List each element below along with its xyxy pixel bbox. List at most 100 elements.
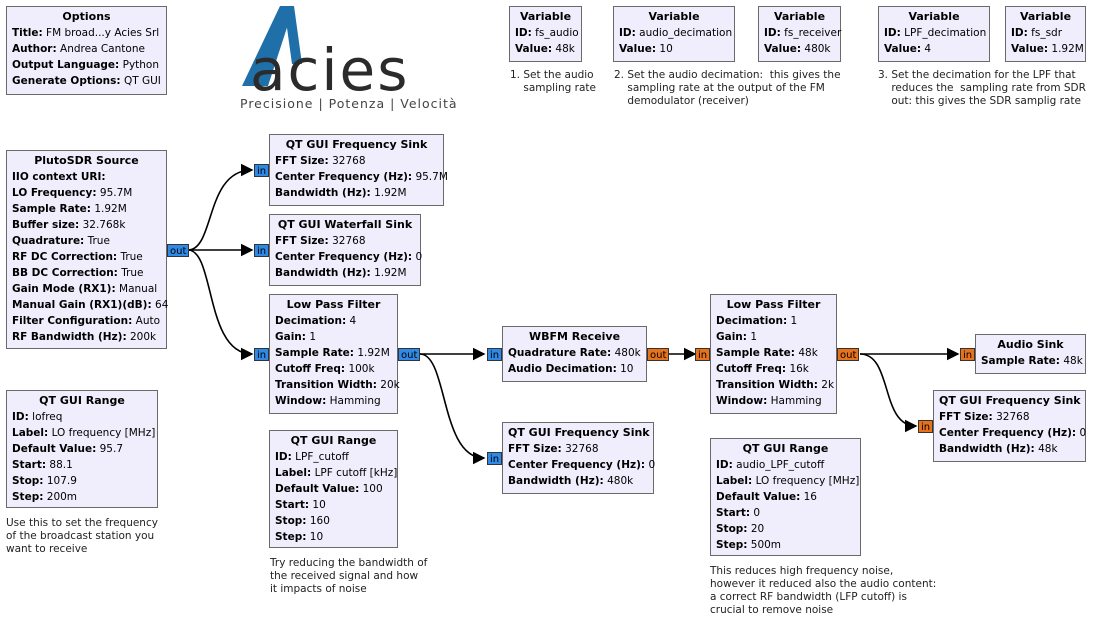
block-title: Variable xyxy=(1019,10,1072,23)
block-title: QT GUI Range xyxy=(39,394,125,407)
param-row: Generate Options: QT GUI xyxy=(12,73,161,89)
param-row: IIO context URI: xyxy=(12,169,161,185)
param-row: Filter Configuration: Auto xyxy=(12,313,161,329)
freqsink3-in-port[interactable]: in xyxy=(918,420,934,433)
param-label: Gain: xyxy=(275,331,306,343)
lpf1-in-port[interactable]: in xyxy=(254,348,270,361)
param-label: Transition Width: xyxy=(275,379,377,391)
block-title: Variable xyxy=(648,10,700,23)
lpf2-in-port[interactable]: in xyxy=(695,348,711,361)
param-label: Sample Rate: xyxy=(981,355,1060,367)
pluto-out-port[interactable]: out xyxy=(167,244,190,257)
param-label: ID: xyxy=(619,27,636,39)
param-value: lofreq xyxy=(32,411,63,423)
param-value: Andrea Cantone xyxy=(60,43,145,55)
param-label: Bandwidth (Hz): xyxy=(939,443,1035,455)
param-value: fs_receiver xyxy=(784,27,842,39)
note-lpf-decimation: 3. Set the decimation for the LPF that r… xyxy=(878,69,1086,107)
param-value: 32768 xyxy=(332,235,366,247)
param-value: 20 xyxy=(750,523,765,535)
param-row: Decimation: 4 xyxy=(275,313,392,329)
param-label: Sample Rate: xyxy=(275,347,354,359)
param-value: audio_LPF_cutoff xyxy=(736,459,825,471)
param-value: 100k xyxy=(348,363,375,375)
note-lpf-cutoff: Try reducing the bandwidth of the receiv… xyxy=(270,557,428,595)
param-value: 95.7M xyxy=(415,171,448,183)
param-label: Window: xyxy=(275,395,327,407)
param-label: Bandwidth (Hz): xyxy=(275,187,371,199)
param-value: 480k xyxy=(607,475,634,487)
param-row: Cutoff Freq: 100k xyxy=(275,361,392,377)
param-value: 10 xyxy=(309,531,324,543)
param-label: ID: xyxy=(275,451,292,463)
param-label: Title: xyxy=(12,27,43,39)
block-title: QT GUI Frequency Sink xyxy=(285,138,428,151)
param-row: RF DC Correction: True xyxy=(12,249,161,265)
param-label: FFT Size: xyxy=(275,155,329,167)
wbfm-in-port[interactable]: in xyxy=(487,348,503,361)
param-row: Quadrature: True xyxy=(12,233,161,249)
freqsink2-in-port[interactable]: in xyxy=(487,452,503,465)
param-row: Value: 480k xyxy=(764,41,835,57)
param-label: Transition Width: xyxy=(716,379,818,391)
param-row: Transition Width: 2k xyxy=(716,377,834,393)
wbfm-out-port[interactable]: out xyxy=(647,348,670,361)
freqsink1-in-port[interactable]: in xyxy=(254,164,270,177)
param-value: 0 xyxy=(648,459,656,471)
param-row: Center Frequency (Hz): 0 xyxy=(275,249,422,265)
param-row: Center Frequency (Hz): 0 xyxy=(508,457,655,473)
param-row: Bandwidth (Hz): 1.92M xyxy=(275,185,438,201)
param-value: 10 xyxy=(620,363,634,375)
audiosink-in-port[interactable]: in xyxy=(960,348,976,361)
param-value: 1.92M xyxy=(374,187,407,199)
param-label: Default Value: xyxy=(275,483,360,495)
param-row: FFT Size: 32768 xyxy=(939,409,1080,425)
block-title: Options xyxy=(62,10,111,23)
param-value: True xyxy=(87,235,110,247)
param-row: Gain: 1 xyxy=(275,329,392,345)
param-row: Step: 10 xyxy=(275,529,392,545)
param-row: Center Frequency (Hz): 0 xyxy=(939,425,1086,441)
block-title: Low Pass Filter xyxy=(286,298,381,311)
param-label: Audio Decimation: xyxy=(508,363,617,375)
param-label: Sample Rate: xyxy=(716,347,795,359)
param-row: RF Bandwidth (Hz): 200k xyxy=(12,329,161,345)
lpf2-out-port[interactable]: out xyxy=(837,348,860,361)
param-value: 64 xyxy=(155,299,169,311)
param-row: Quadrature Rate: 480k xyxy=(508,345,641,361)
lpf1-out-port[interactable]: out xyxy=(398,348,421,361)
param-value: 10 xyxy=(312,499,326,511)
param-label: Stop: xyxy=(12,475,44,487)
waterfall-in-port[interactable]: in xyxy=(254,244,270,257)
block-title: PlutoSDR Source xyxy=(34,154,139,167)
param-value: LPF cutoff [kHz] xyxy=(314,467,398,479)
param-value: 16 xyxy=(803,491,817,503)
note-audio-decimation: 2. Set the audio decimation: this gives … xyxy=(614,69,841,107)
param-value: 1.92M xyxy=(357,347,390,359)
param-row: Label: LO frequency [MHz] xyxy=(12,425,155,441)
param-value: 1.92M xyxy=(374,267,407,279)
param-row: ID: audio_decimation xyxy=(619,25,732,41)
param-value: 32768 xyxy=(332,155,366,167)
param-label: ID: xyxy=(764,27,781,39)
note-audio-lpf-cutoff: This reduces high frequency noise, howev… xyxy=(710,565,937,616)
